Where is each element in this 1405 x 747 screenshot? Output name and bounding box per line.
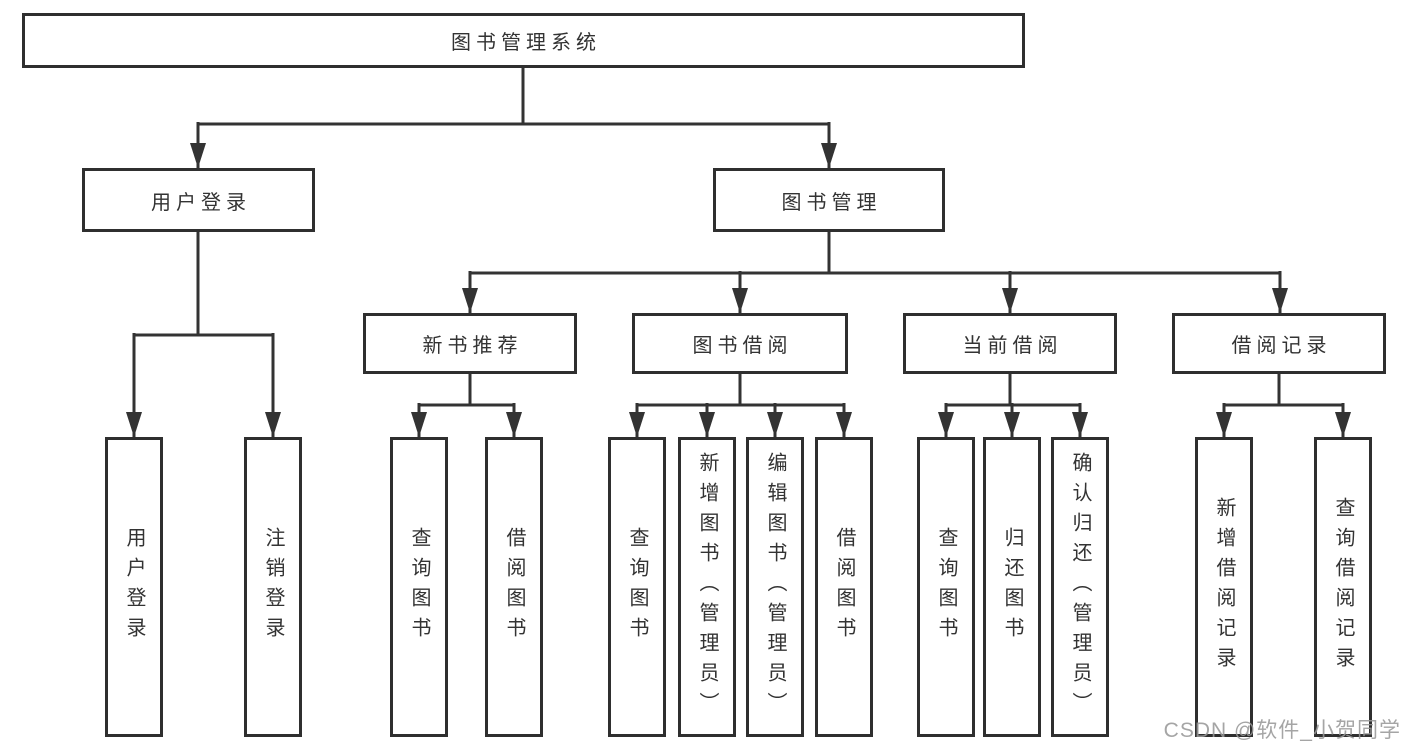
leaf-label: 归还图书 — [1001, 527, 1023, 647]
leaf-label: 查询借阅记录 — [1332, 497, 1354, 677]
node-book-management: 图书管理 — [713, 168, 945, 232]
leaf-borrow-books-1: 借阅图书 — [485, 437, 543, 737]
leaf-label: 新增借阅记录 — [1213, 497, 1235, 677]
leaf-add-borrow-record: 新增借阅记录 — [1195, 437, 1253, 737]
node-current-borrow: 当前借阅 — [903, 313, 1117, 374]
leaf-label: 新增图书（管理员） — [696, 452, 718, 722]
leaf-label: 用户登录 — [123, 527, 145, 647]
node-root-system: 图书管理系统 — [22, 13, 1025, 68]
node-borrow-records: 借阅记录 — [1172, 313, 1386, 374]
leaf-label: 编辑图书（管理员） — [764, 452, 786, 722]
leaf-label: 查询图书 — [935, 527, 957, 647]
leaf-label: 确认归还（管理员） — [1069, 452, 1091, 722]
leaf-label: 查询图书 — [626, 527, 648, 647]
leaf-query-books-1: 查询图书 — [390, 437, 448, 737]
leaf-return-books: 归还图书 — [983, 437, 1041, 737]
leaf-logout: 注销登录 — [244, 437, 302, 737]
leaf-add-books-admin: 新增图书（管理员） — [678, 437, 736, 737]
leaf-label: 查询图书 — [408, 527, 430, 647]
leaf-query-borrow-record: 查询借阅记录 — [1314, 437, 1372, 737]
leaf-label: 借阅图书 — [833, 527, 855, 647]
node-user-login: 用户登录 — [82, 168, 315, 232]
leaf-label: 借阅图书 — [503, 527, 525, 647]
node-book-borrow: 图书借阅 — [632, 313, 848, 374]
leaf-query-books-3: 查询图书 — [917, 437, 975, 737]
leaf-confirm-return-admin: 确认归还（管理员） — [1051, 437, 1109, 737]
leaf-borrow-books-2: 借阅图书 — [815, 437, 873, 737]
leaf-user-login: 用户登录 — [105, 437, 163, 737]
node-new-book-recommend: 新书推荐 — [363, 313, 577, 374]
leaf-edit-books-admin: 编辑图书（管理员） — [746, 437, 804, 737]
csdn-watermark: CSDN @软件_小贺同学 — [1163, 719, 1401, 742]
leaf-query-books-2: 查询图书 — [608, 437, 666, 737]
leaf-label: 注销登录 — [262, 527, 284, 647]
